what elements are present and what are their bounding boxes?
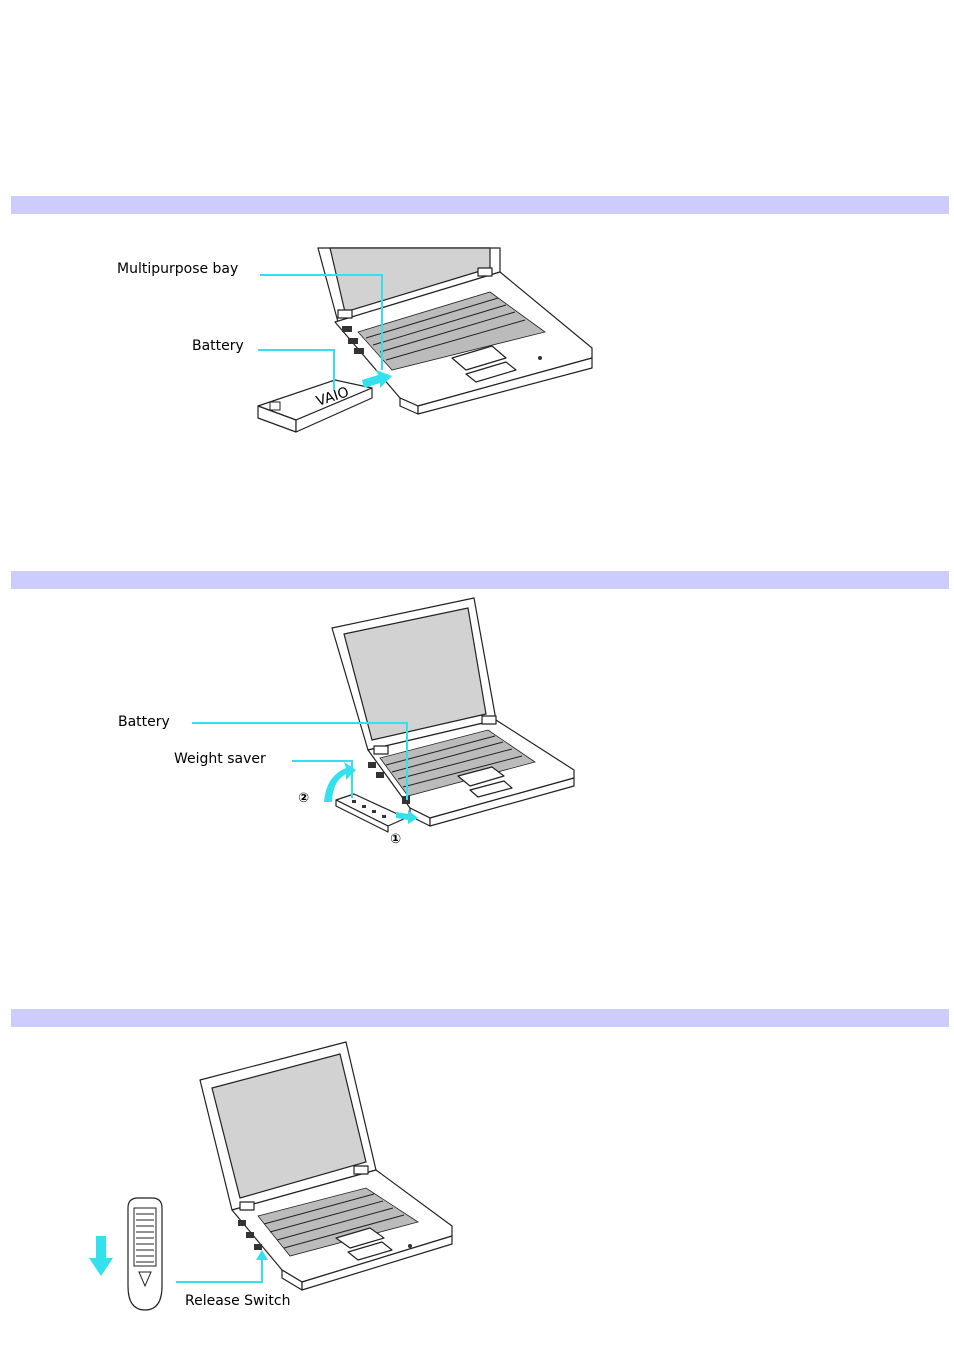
callout-battery: Battery [118,714,170,730]
release-switch-illustration [128,1198,162,1310]
laptop-illustration [200,1042,452,1290]
section-bar-1 [11,196,949,214]
section-bar-2 [11,571,949,589]
callout-multipurpose-bay: Multipurpose bay [117,261,238,277]
callout-release-switch: Release Switch [185,1293,290,1309]
step-marker-2: ② [298,791,309,806]
callout-line-release-switch [176,1256,262,1282]
figure-remove-weight-saver: ② ① Battery Weight saver [0,590,954,860]
figure-insert-battery: VAIO Multipurpose bay Battery [0,230,954,450]
down-arrow-icon [89,1236,113,1276]
callout-battery: Battery [192,338,244,354]
figure-release-switch: Release Switch [0,1030,954,1330]
laptop-illustration [332,598,574,826]
battery-illustration: VAIO [258,380,372,432]
callout-weight-saver: Weight saver [174,751,266,767]
weight-saver-illustration [336,794,406,832]
step-marker-1: ① [390,832,401,847]
section-bar-3 [11,1009,949,1027]
